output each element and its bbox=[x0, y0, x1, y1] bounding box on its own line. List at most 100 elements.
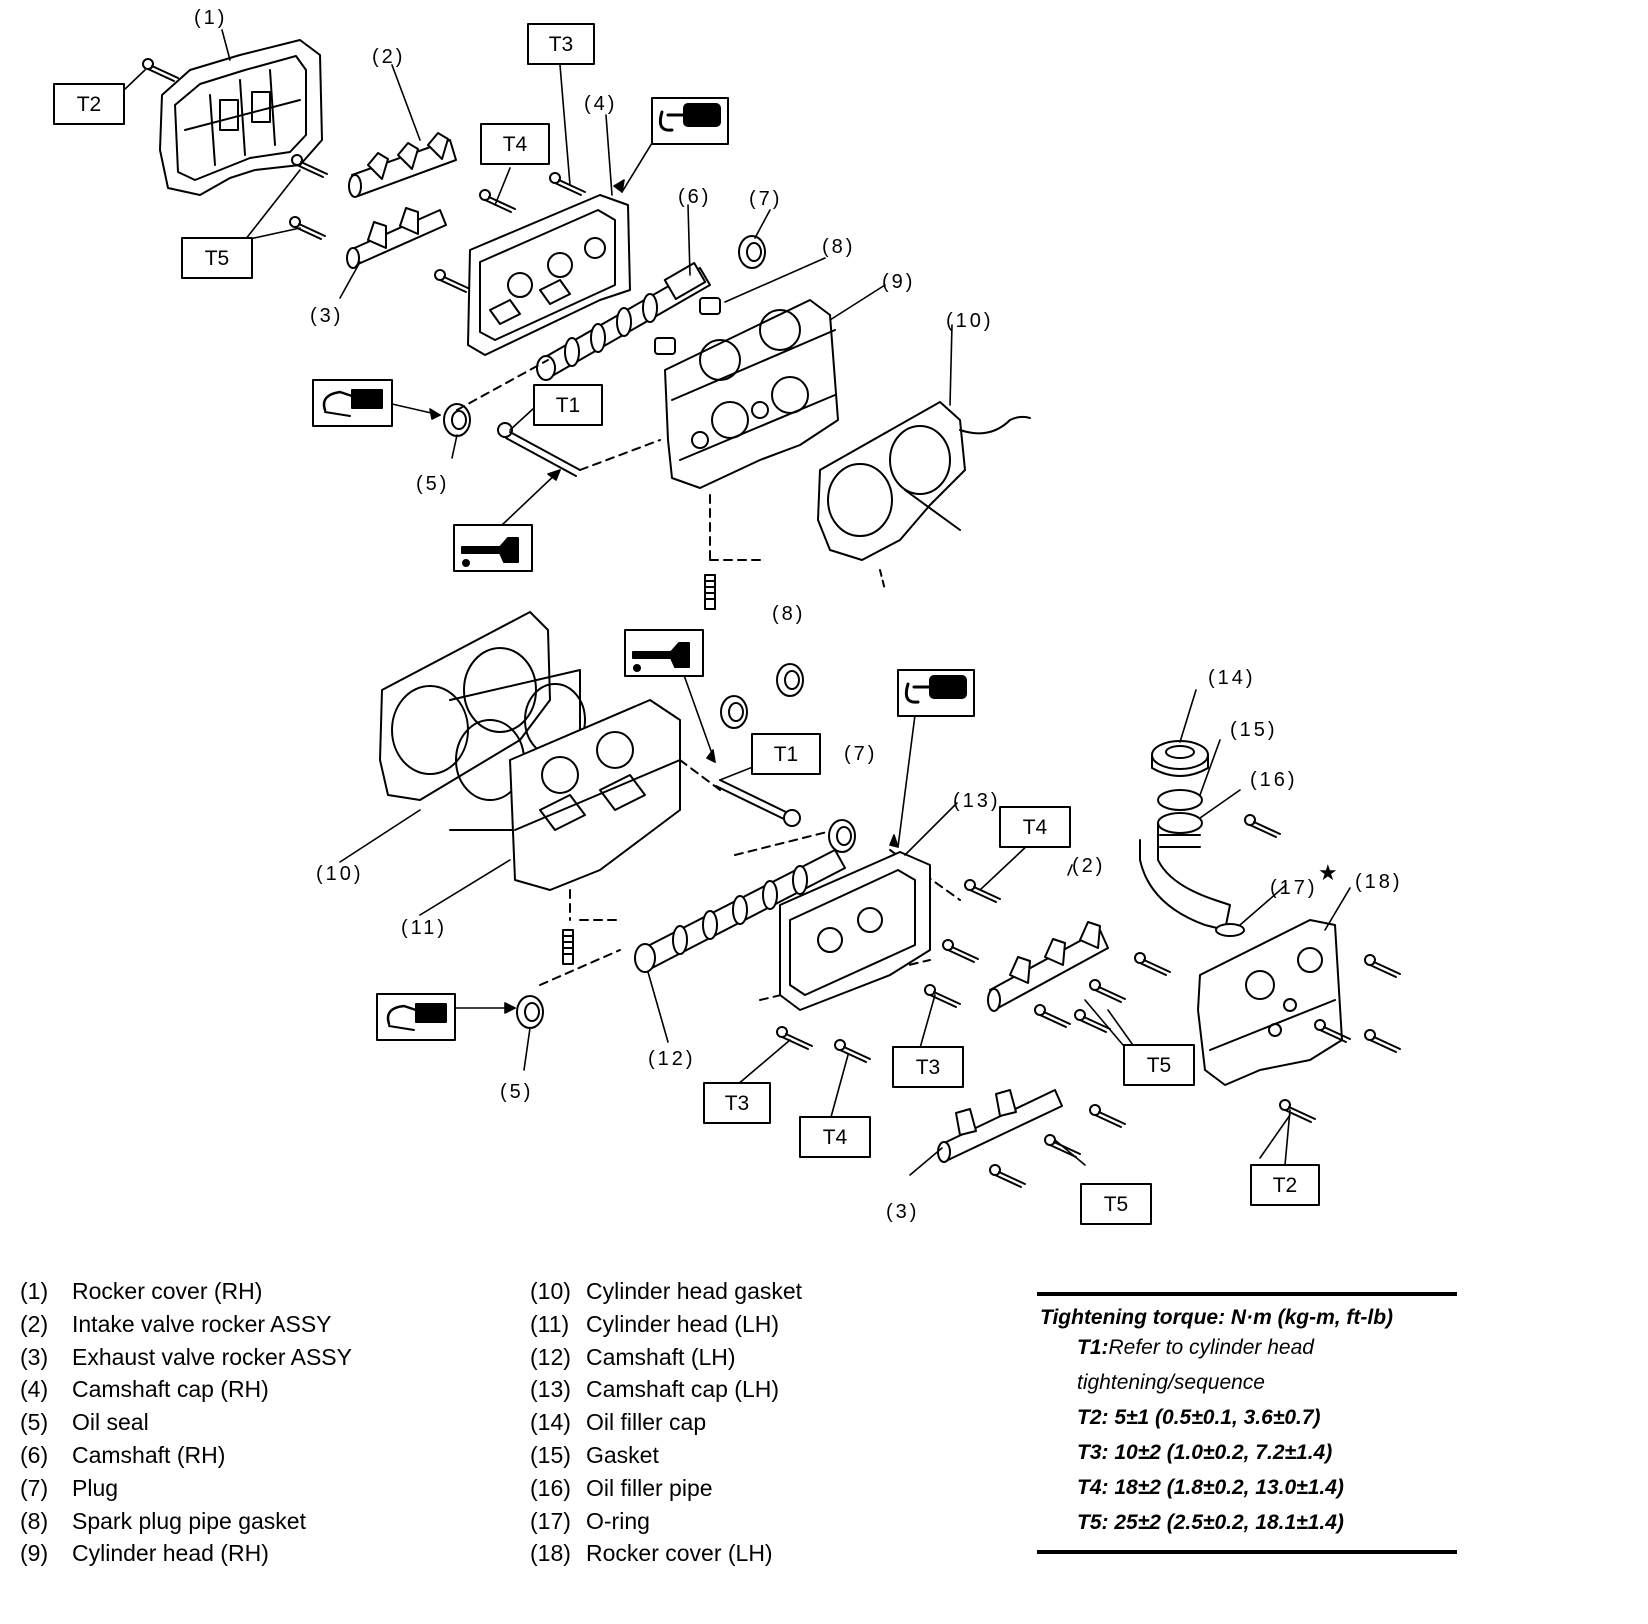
legend-item: (7) Plug bbox=[20, 1472, 352, 1505]
legend-number: (7) bbox=[20, 1474, 49, 1501]
legend-number: (10) bbox=[530, 1278, 571, 1304]
part-label: (5) bbox=[500, 1081, 533, 1103]
part-label: (9) bbox=[882, 271, 915, 293]
legend-item: (2) Intake valve rocker ASSY bbox=[20, 1308, 352, 1341]
svg-text:T4: T4 bbox=[1023, 816, 1048, 839]
torque-tag-t1: T1 bbox=[751, 733, 821, 775]
torque-tag-t5: T5 bbox=[1123, 1044, 1195, 1086]
legend-item: (14)Oil filler cap bbox=[530, 1406, 802, 1439]
legend-name: Intake valve rocker ASSY bbox=[72, 1310, 332, 1337]
leader-lines bbox=[123, 29, 1351, 1176]
legend-item: (5) Oil seal bbox=[20, 1406, 352, 1439]
legend-name: Camshaft cap (RH) bbox=[72, 1376, 269, 1403]
camshaft-rh bbox=[536, 261, 711, 381]
cylinder-head-lh bbox=[509, 699, 681, 891]
legend-item: (16) Oil filler pipe bbox=[530, 1472, 802, 1505]
legend-name: Oil seal bbox=[72, 1409, 149, 1436]
torque-spec-table: Tightening torque: N·m (kg-m, ft-lb) T1:… bbox=[1037, 1292, 1457, 1554]
legend-name: Oil filler pipe bbox=[586, 1474, 713, 1501]
legend-name: Camshaft (RH) bbox=[72, 1441, 226, 1468]
torque-t1-text: Refer to cylinder head tightening/sequen… bbox=[1077, 1336, 1314, 1394]
torque-tag-t2: T2 bbox=[53, 83, 125, 125]
torque-t5: T5: 25±2 (2.5±0.2, 18.1±1.4) bbox=[1077, 1511, 1344, 1534]
svg-text:T2: T2 bbox=[77, 93, 102, 116]
part-label: (8) bbox=[772, 603, 805, 625]
torque-title: Tightening torque: N·m (kg-m, ft-lb) bbox=[1040, 1306, 1394, 1329]
torque-tag-t4: T4 bbox=[799, 1116, 871, 1158]
legend-name: Plug bbox=[72, 1474, 119, 1501]
torque-tag-t4: T4 bbox=[480, 123, 550, 165]
legend-number: (5) bbox=[20, 1409, 49, 1436]
svg-text:T5: T5 bbox=[1147, 1054, 1172, 1077]
torque-tag-t3: T3 bbox=[892, 1046, 964, 1088]
legend-number: (15) bbox=[530, 1441, 571, 1468]
svg-text:T3: T3 bbox=[725, 1092, 750, 1115]
legend-number: (2) bbox=[20, 1310, 49, 1337]
star-marker: ★ bbox=[1318, 860, 1341, 885]
part-label: (3) bbox=[310, 305, 343, 327]
legend-name: Gasket bbox=[586, 1441, 659, 1468]
intake-rocker-lh bbox=[987, 921, 1109, 1012]
legend-name: O-ring bbox=[586, 1507, 650, 1534]
legend-number: (1) bbox=[20, 1278, 49, 1304]
camshaft-lh bbox=[634, 849, 846, 973]
cylinder-head-rh bbox=[664, 299, 839, 489]
legend-number: (16) bbox=[530, 1474, 571, 1501]
oil-filler-gasket bbox=[1157, 789, 1203, 811]
icon-arrows bbox=[391, 129, 916, 1014]
torque-t1: T1:Refer to cylinder head tightening/seq… bbox=[1077, 1330, 1457, 1400]
grease-applicator-icon bbox=[376, 993, 456, 1041]
legend-number: (14) bbox=[530, 1409, 571, 1436]
part-label: (2) bbox=[372, 46, 405, 68]
legend-number: (18) bbox=[530, 1540, 571, 1567]
svg-text:T3: T3 bbox=[549, 33, 574, 56]
legend-number: (9) bbox=[20, 1540, 49, 1567]
exploded-view-diagram: T2 T3 T4 T5 T1 T1 T4 T5 T3 T4 T3 T5 bbox=[53, 7, 1401, 1225]
legend-name: Rocker cover (LH) bbox=[586, 1540, 773, 1567]
legend-name: Spark plug pipe gasket bbox=[72, 1507, 306, 1534]
legend-item: (17)O-ring bbox=[530, 1505, 802, 1538]
torque-tag-t4: T4 bbox=[999, 806, 1071, 848]
part-label: (10) bbox=[946, 310, 994, 332]
legend-item: (11) Cylinder head (LH) bbox=[530, 1308, 802, 1341]
parts-legend-right: (10) Cylinder head gasket (11) Cylinder hea… bbox=[530, 1275, 802, 1570]
torque-tag-t3: T3 bbox=[703, 1082, 771, 1124]
torque-tag-t1: T1 bbox=[533, 384, 603, 426]
torque-t1-key: T1: bbox=[1077, 1336, 1109, 1359]
legend-name: Cylinder head gasket bbox=[586, 1278, 803, 1304]
grease-applicator-icon bbox=[312, 379, 393, 427]
part-label: (16) bbox=[1250, 769, 1298, 791]
intake-rocker-rh bbox=[348, 132, 457, 198]
svg-text:T5: T5 bbox=[205, 247, 230, 270]
part-label: (17) bbox=[1270, 877, 1318, 899]
part-label: (10) bbox=[316, 863, 364, 885]
legend-name: Camshaft cap (LH) bbox=[586, 1376, 780, 1403]
svg-text:T5: T5 bbox=[1104, 1193, 1129, 1216]
alignment-lines-upper bbox=[456, 359, 761, 561]
part-label: (6) bbox=[678, 186, 711, 208]
oil-can-icon bbox=[624, 629, 704, 677]
head-bolt-lower bbox=[715, 779, 801, 827]
legend-number: (11) bbox=[530, 1310, 570, 1337]
oil-filler-cap bbox=[1151, 740, 1209, 777]
part-label: (4) bbox=[584, 93, 617, 115]
part-label: (12) bbox=[648, 1048, 696, 1070]
bottom-rule bbox=[1037, 1550, 1457, 1554]
legend-item: (1)Rocker cover (RH) bbox=[20, 1275, 352, 1308]
sealant-tube-icon bbox=[651, 97, 729, 145]
svg-text:T1: T1 bbox=[774, 743, 799, 766]
part-label: (2) bbox=[1072, 855, 1105, 877]
svg-text:T3: T3 bbox=[916, 1056, 941, 1079]
torque-tag-t5: T5 bbox=[181, 237, 253, 279]
rocker-cover-lh bbox=[1197, 919, 1343, 1086]
torque-tag-t5: T5 bbox=[1080, 1183, 1152, 1225]
part-label: (11) bbox=[401, 917, 447, 939]
oil-can-icon bbox=[453, 524, 533, 572]
legend-name: Cylinder head (LH) bbox=[586, 1310, 780, 1337]
legend-item: (8) Spark plug pipe gasket bbox=[20, 1505, 352, 1538]
head-bolt-upper bbox=[497, 422, 581, 477]
sealant-tube-icon bbox=[897, 669, 975, 717]
exhaust-rocker-lh bbox=[937, 1089, 1063, 1163]
part-label: (7) bbox=[844, 743, 877, 765]
legend-number: (8) bbox=[20, 1507, 49, 1534]
